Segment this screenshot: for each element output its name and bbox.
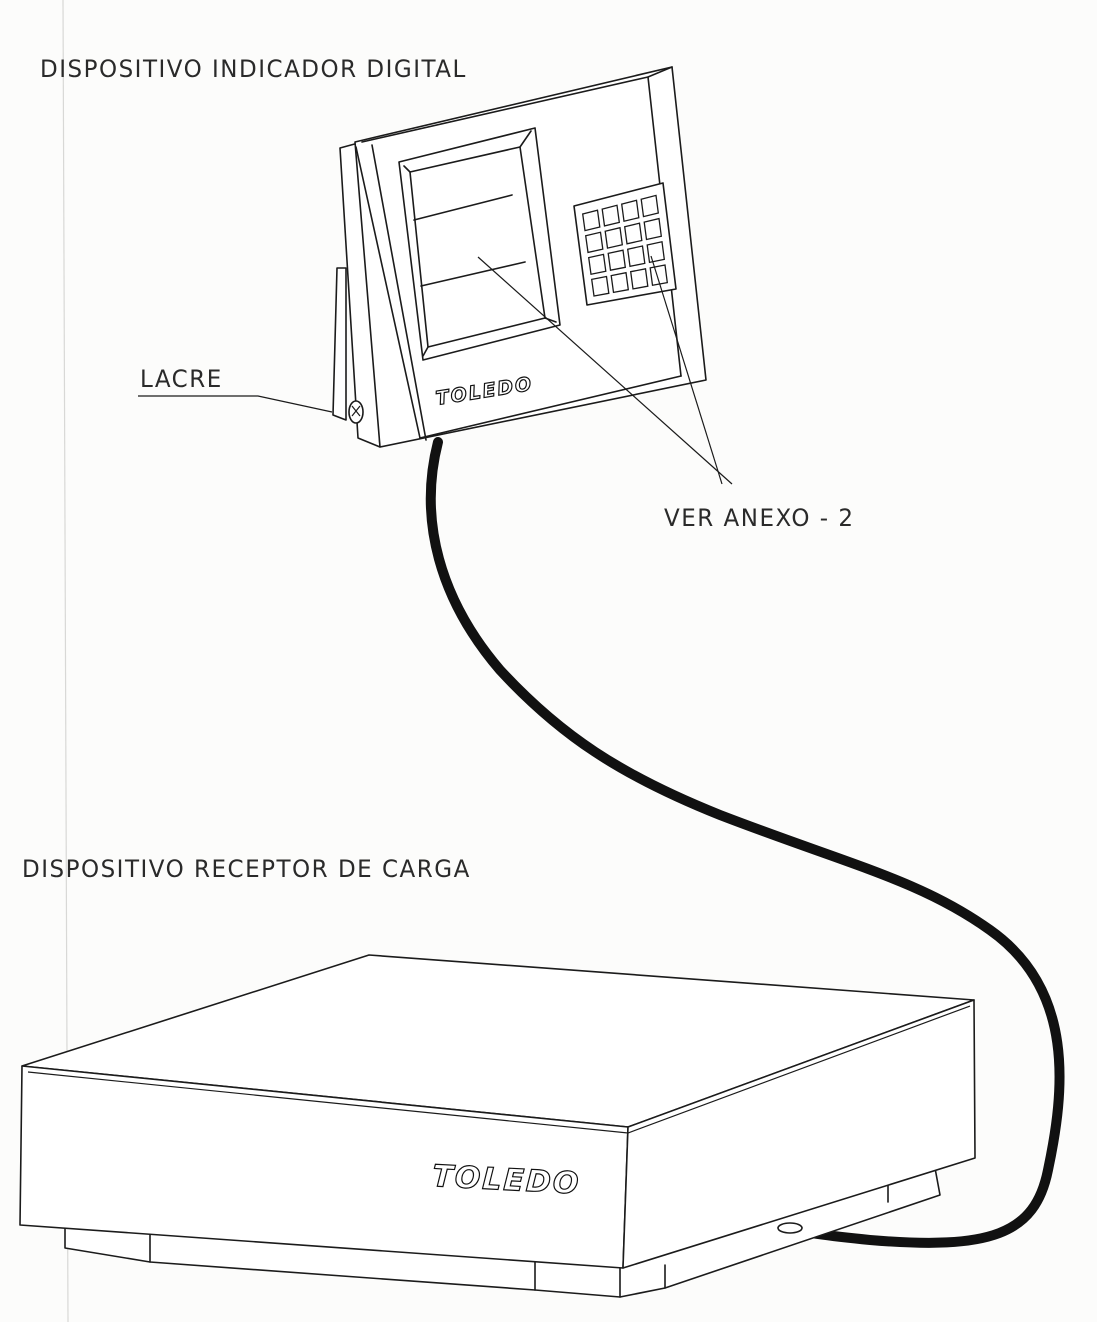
indicator-bevel-edge bbox=[355, 146, 421, 439]
seal-leader-line bbox=[138, 395, 333, 413]
keypad-key bbox=[590, 275, 610, 297]
platform-logo: TOLEDO bbox=[432, 1159, 582, 1202]
keypad-key bbox=[620, 199, 640, 222]
cable-path bbox=[425, 437, 1065, 1248]
platform-feet-lines bbox=[149, 1179, 889, 1298]
indicator-label: DISPOSITIVO INDICADOR DIGITAL bbox=[40, 56, 467, 84]
indicator-bottom-bevel bbox=[419, 375, 682, 439]
load-receptor-platform: TOLEDO bbox=[19, 954, 976, 1298]
display-window-inner bbox=[409, 146, 546, 348]
cable-inlet bbox=[777, 1222, 803, 1234]
display-leader-line bbox=[477, 256, 733, 485]
display-divider-1 bbox=[413, 194, 513, 221]
keypad-key bbox=[587, 253, 607, 275]
indicator-front-line bbox=[371, 144, 427, 441]
digital-indicator: TOLEDO bbox=[332, 66, 707, 448]
platform-bevel bbox=[27, 1005, 971, 1134]
display-window-corners bbox=[403, 130, 557, 357]
keypad-key bbox=[643, 217, 663, 241]
load-receptor-label: DISPOSITIVO RECEPTOR DE CARGA bbox=[22, 856, 471, 884]
keypad-key bbox=[610, 271, 630, 294]
annex-reference-label: VER ANEXO - 2 bbox=[664, 505, 855, 533]
keypad-key bbox=[604, 226, 624, 249]
display-divider-2 bbox=[420, 261, 526, 287]
keypad-key bbox=[649, 264, 669, 287]
keypad-key bbox=[623, 222, 643, 245]
keypad-key bbox=[629, 268, 649, 290]
keypad-key bbox=[584, 231, 604, 254]
connection-cable bbox=[425, 437, 1065, 1248]
seal-screw-head bbox=[348, 400, 364, 424]
platform-side bbox=[622, 999, 976, 1269]
indicator-stand bbox=[332, 267, 347, 421]
keypad-key bbox=[581, 209, 601, 232]
keypad bbox=[573, 182, 677, 306]
keypad-key bbox=[626, 245, 646, 268]
seal-label: LACRE bbox=[140, 366, 223, 394]
keypad-key bbox=[607, 249, 627, 271]
keypad-key bbox=[640, 194, 660, 218]
leader-lines bbox=[138, 255, 733, 485]
seal-screw-slot bbox=[351, 405, 361, 417]
keypad-leader-line bbox=[650, 255, 723, 485]
keypad-key bbox=[646, 241, 666, 264]
keypad-key bbox=[601, 204, 621, 227]
seal-screw bbox=[348, 400, 364, 424]
